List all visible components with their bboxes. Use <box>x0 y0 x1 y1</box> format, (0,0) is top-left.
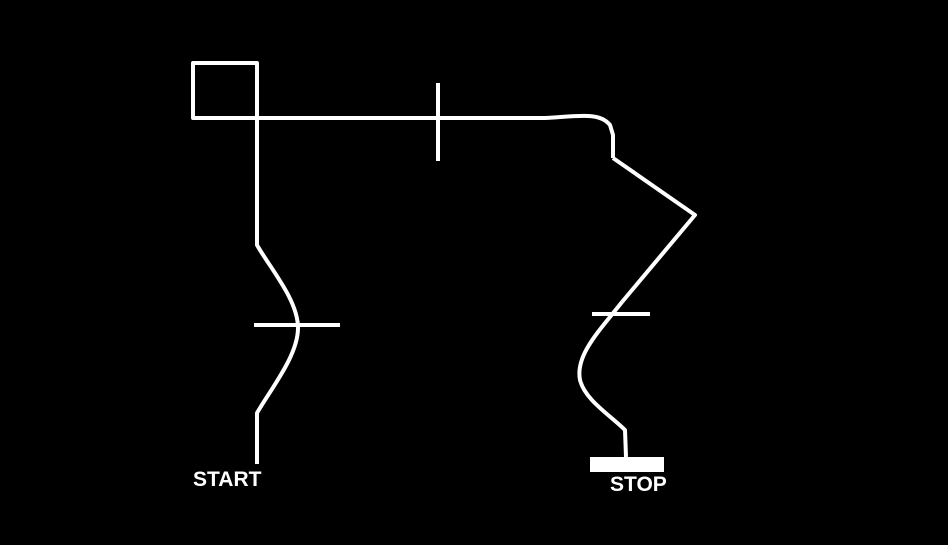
right-zigzag-line <box>611 156 697 304</box>
origin-box <box>191 61 259 120</box>
stop-bar <box>590 457 664 472</box>
top-route-line <box>257 113 615 158</box>
stop-label: STOP <box>610 473 667 496</box>
right-wavy-line <box>577 300 628 458</box>
start-label: START <box>193 468 262 491</box>
left-descent-line <box>255 118 300 464</box>
